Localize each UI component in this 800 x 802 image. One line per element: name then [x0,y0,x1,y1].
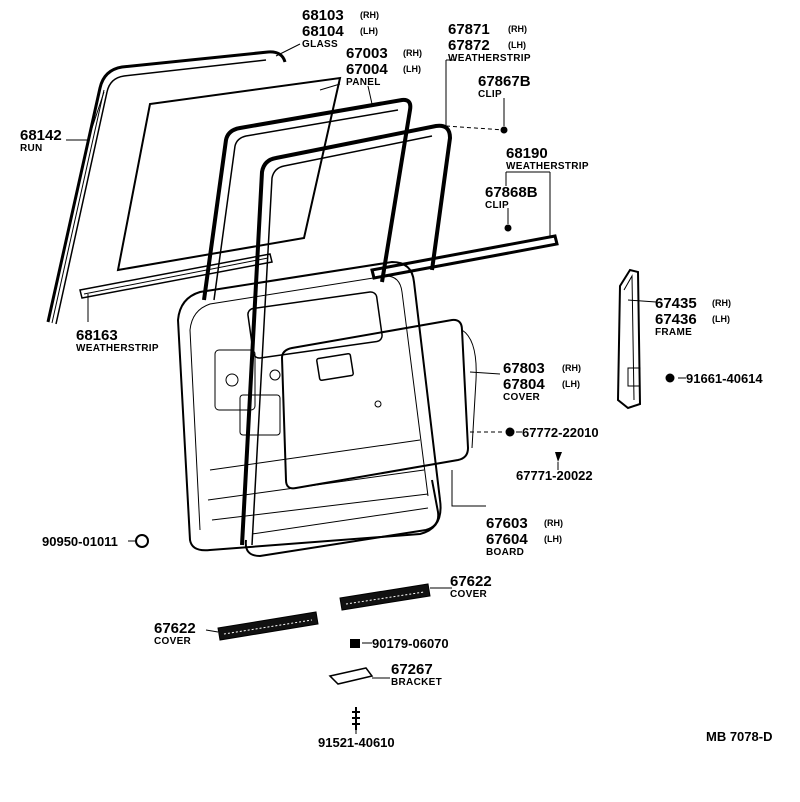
label-panel: 67003 (RH) 67004 (LH) PANEL [346,45,422,88]
clip-mid-pn: 67868B [485,184,538,201]
cover-trim-pn-lh: 67804 [503,376,545,393]
label-clip-mid: 67868B CLIP [485,184,538,211]
weatherstrip-top-pn-rh: 67871 [448,21,490,38]
label-weatherstrip-top: 67871 (RH) 67872 (LH) WEATHERSTRIP [448,21,531,64]
bracket-pn: 67267 [391,661,433,678]
panel-pn-rh: 67003 [346,45,388,62]
weatherstrip-belt-pn: 68163 [76,327,118,344]
weatherstrip-belt-name: WEATHERSTRIP [76,343,159,354]
board-pn-rh: 67603 [486,515,528,532]
glass-side-lh: (LH) [360,26,378,36]
label-weatherstrip-belt: 68163 WEATHERSTRIP [76,327,159,354]
board-side-rh: (RH) [544,518,563,528]
run-pn: 68142 [20,127,62,144]
label-screw-step: 90179-06070 [372,636,449,651]
bracket-part [328,667,374,685]
frame-pn-lh: 67436 [655,311,697,328]
inner-weatherstrip-part [240,123,453,546]
glass-side-rh: (RH) [360,10,379,20]
bracket-name: BRACKET [391,677,442,688]
label-clip-b: 67771-20022 [516,468,593,483]
label-run: 68142 RUN [20,127,62,154]
clip-top-name: CLIP [478,89,502,100]
label-bolt-bottom: 91521-40610 [318,735,395,750]
plug-icon [135,534,149,548]
label-glass: 68103 (RH) 68104 (LH) GLASS [302,7,379,50]
clip-mid-name: CLIP [485,200,509,211]
weatherstrip-top-pn-lh: 67872 [448,37,490,54]
label-step-cover-right: 67622 COVER [450,573,492,600]
screw-step-icon [350,639,360,648]
leader-lines [66,43,686,734]
frame-pn-rh: 67435 [655,295,697,312]
weatherstrip-top-side-rh: (RH) [508,24,527,34]
label-board: 67603 (RH) 67604 (LH) BOARD [486,515,563,558]
label-bolt-frame: 91661-40614 [686,371,763,386]
bolt-frame-icon [665,373,675,383]
glass-name: GLASS [302,39,338,50]
run-part [46,50,287,325]
door-weatherstrip-part [370,234,559,280]
step-cover-left-pn: 67622 [154,620,196,637]
step-cover-left-part [217,611,319,641]
glass-pn-rh: 68103 [302,7,344,24]
label-weatherstrip-mid: 68190 WEATHERSTRIP [506,145,589,172]
frame-side-lh: (LH) [712,314,730,324]
board-part [244,479,440,558]
label-clip-top: 67867B CLIP [478,73,531,100]
frame-side-rh: (RH) [712,298,731,308]
weatherstrip-mid-name: WEATHERSTRIP [506,161,589,172]
panel-pn-lh: 67004 [346,61,388,78]
frame-part [616,268,642,410]
step-cover-right-name: COVER [450,589,488,600]
door-shell-part [176,260,442,552]
cover-trim-name: COVER [503,392,541,403]
glass-part [116,76,342,272]
label-cover-trim: 67803 (RH) 67804 (LH) COVER [503,360,581,403]
panel-side-lh: (LH) [403,64,421,74]
label-clip-a: 67772-22010 [522,425,599,440]
frame-name: FRAME [655,327,692,338]
panel-side-rh: (RH) [403,48,422,58]
panel-weatherstrip-part [202,97,413,301]
diagram-code: MB 7078-D [706,729,772,744]
step-cover-right-pn: 67622 [450,573,492,590]
step-cover-left-name: COVER [154,636,192,647]
clip-top-pn: 67867B [478,73,531,90]
cover-trim-side-rh: (RH) [562,363,581,373]
weatherstrip-top-side-lh: (LH) [508,40,526,50]
label-bracket: 67267 BRACKET [391,661,442,688]
clip-b-icon [555,452,562,462]
cover-trim-side-lh: (LH) [562,379,580,389]
weatherstrip-mid-pn: 68190 [506,145,548,162]
trim-cover-part [280,318,477,490]
board-side-lh: (LH) [544,534,562,544]
label-step-cover-left: 67622 COVER [154,620,196,647]
weatherstrip-top-name: WEATHERSTRIP [448,53,531,64]
bolt-bottom-icon [352,707,360,730]
step-cover-right-part [339,583,431,611]
clip-mid-icon [504,224,512,232]
cover-trim-pn-rh: 67803 [503,360,545,377]
label-plug: 90950-01011 [42,534,118,549]
panel-name: PANEL [346,77,381,88]
clip-a-icon [505,427,515,437]
run-name: RUN [20,143,43,154]
board-pn-lh: 67604 [486,531,528,548]
label-frame: 67435 (RH) 67436 (LH) FRAME [655,295,731,338]
glass-pn-lh: 68104 [302,23,344,40]
board-name: BOARD [486,547,524,558]
